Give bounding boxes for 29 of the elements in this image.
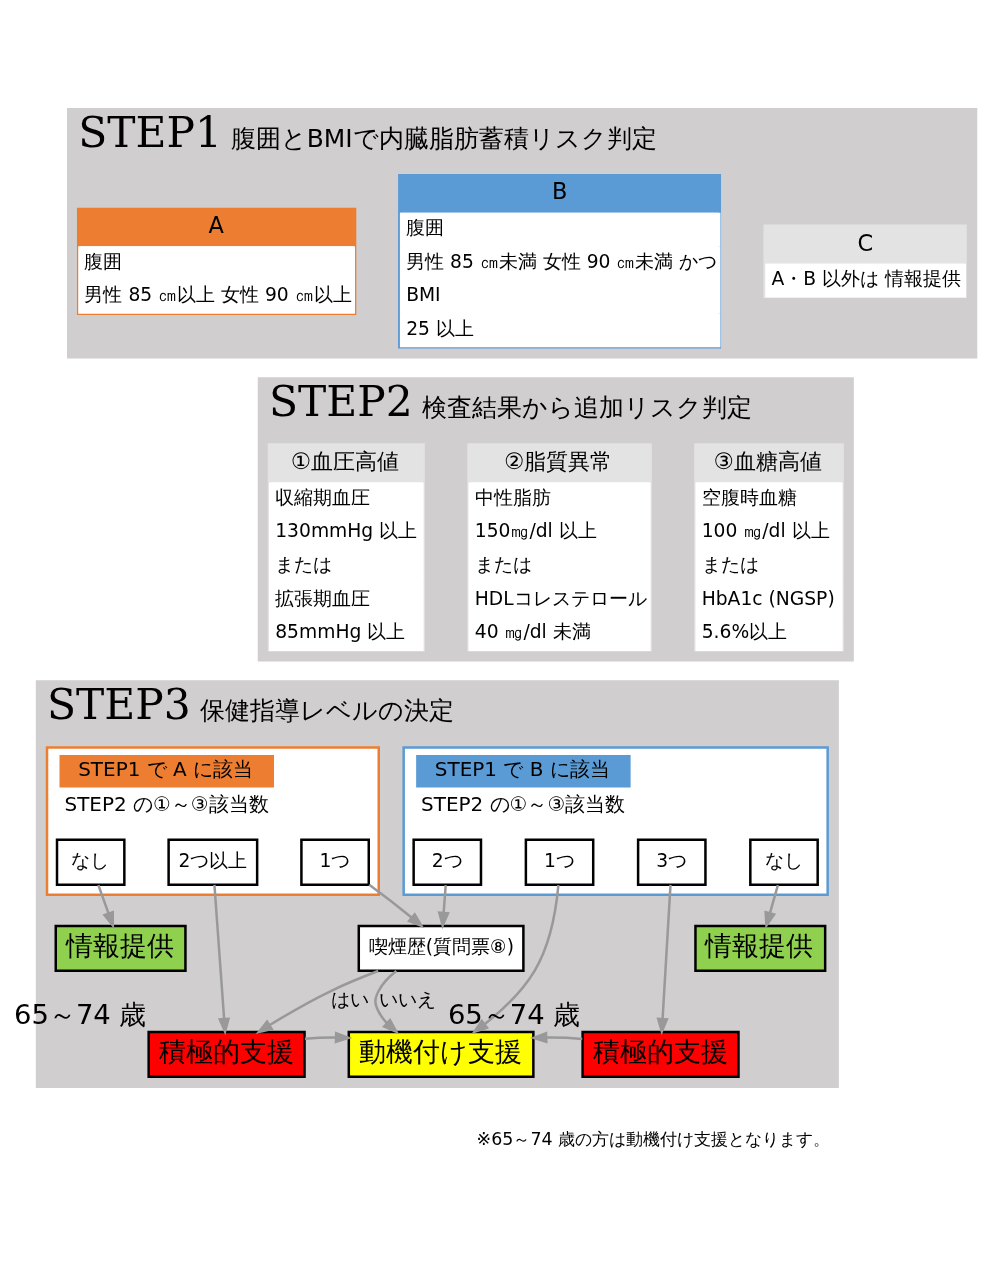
node-box: 2つ (411, 838, 482, 886)
node-box: 1つ (524, 838, 594, 886)
arrow (763, 884, 779, 929)
node-box: 積極的支援 (146, 1030, 306, 1078)
arrow (437, 884, 450, 929)
edge-label: いいえ (378, 988, 436, 1010)
node-box: 積極的支援 (580, 1030, 740, 1078)
node-box: 喫煙歴(質問票⑧) (357, 924, 525, 972)
node-box: なし (55, 838, 126, 886)
edge-label: はい (330, 988, 369, 1010)
node-box: 情報提供 (54, 924, 187, 972)
node-box: 動機付け支援 (347, 1030, 535, 1078)
node-label: 65～74 歳 (447, 998, 580, 1030)
node-label: 65～74 歳 (13, 998, 146, 1030)
node-box: 3つ (636, 838, 707, 886)
arrow (373, 969, 399, 1034)
node-box: なし (748, 838, 819, 886)
arrow (96, 884, 114, 929)
arrow (255, 969, 379, 1034)
arrow (529, 1030, 582, 1044)
label: ※65～74 歳の方は動機付け支援となります。 (476, 1128, 830, 1149)
node-box: 2つ以上 (166, 838, 258, 886)
arrow (212, 884, 230, 1035)
arrow (656, 884, 672, 1035)
arrow (470, 884, 560, 1034)
node-box: 情報提供 (693, 924, 826, 972)
node-box: 1つ (299, 838, 370, 886)
arrow (304, 1030, 352, 1044)
arrow (368, 883, 424, 928)
